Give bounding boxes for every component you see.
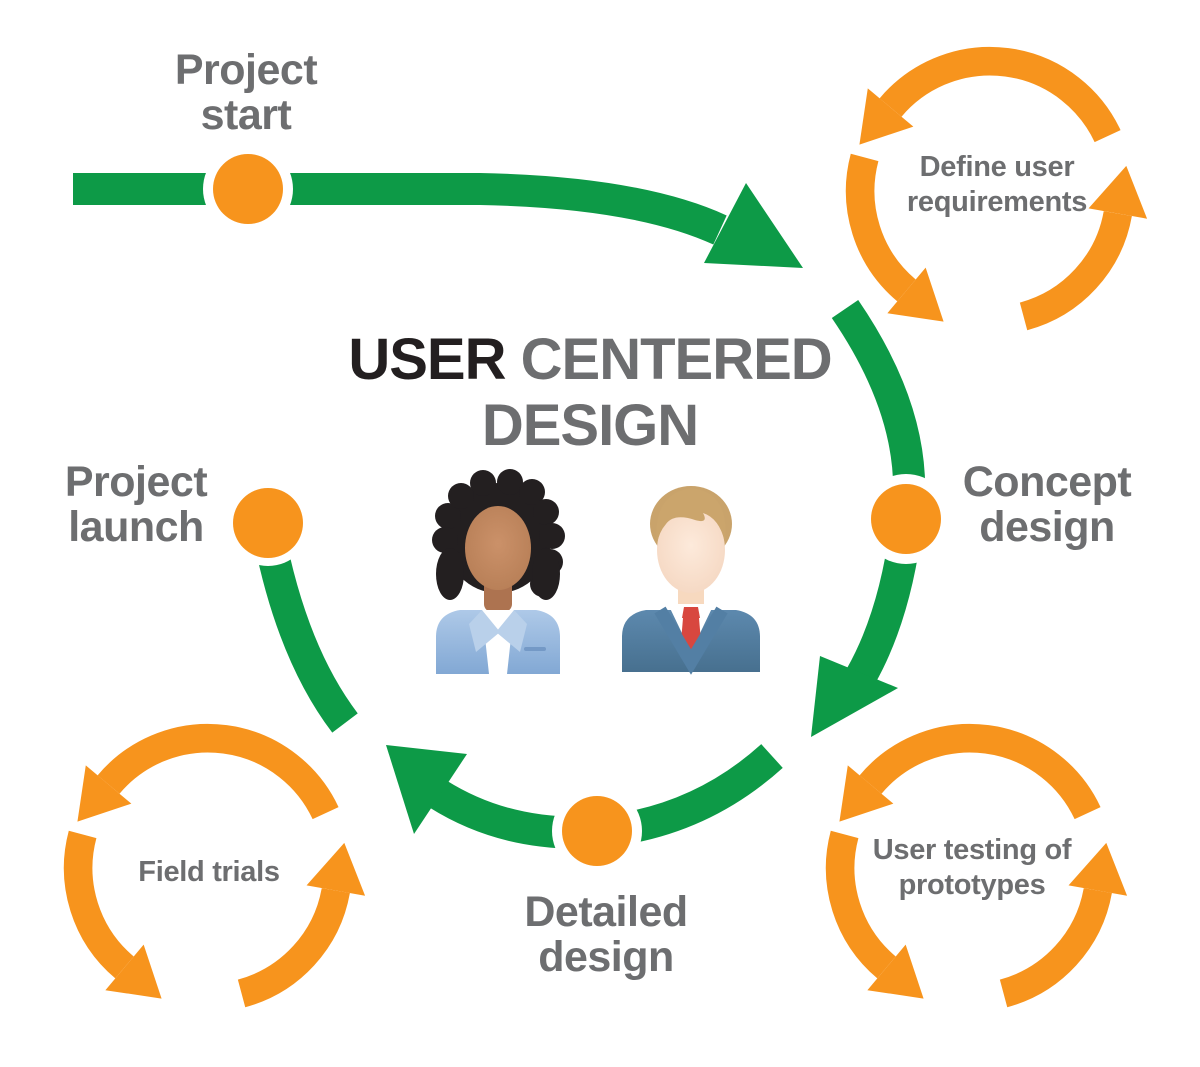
stage-label-detailed-design: Detailed design [524,888,688,982]
cycle-label-define-user-requirements: Define user requirements [906,151,1088,219]
stage-label-project-start: Project start [174,46,318,140]
title-word-design: DESIGN [481,392,699,458]
project-launch-node [225,480,311,566]
cycle-label-field-trials: Field trials [138,856,280,888]
concept-design-node [861,474,951,564]
title-line-1: USER CENTERED [348,327,833,393]
project-start-node [203,144,293,234]
orange-node-dot [233,488,303,558]
arrowhead-down-left-icon [811,656,898,737]
arrowhead-right-icon [704,183,803,268]
woman-avatar [432,469,565,674]
page-title: USER CENTERED DESIGN [348,327,833,458]
title-word-centered: CENTERED [520,327,833,392]
green-flow-arrowheads [386,183,898,834]
stage-nodes [203,144,951,876]
arrowhead-up-left-icon [386,745,467,834]
orange-node-dot [562,796,632,866]
cycle-label-user-testing-of-prototypes: User testing of prototypes [872,834,1072,902]
man-avatar [622,486,760,675]
orange-node-dot [213,154,283,224]
stage-label-concept-design: Concept design [962,458,1132,552]
stage-label-project-launch: Project launch [64,458,208,552]
flow-segment-start-to-requirements [73,173,727,245]
title-word-user: USER [348,327,506,392]
orange-node-dot [871,484,941,554]
detailed-design-node [552,786,642,876]
